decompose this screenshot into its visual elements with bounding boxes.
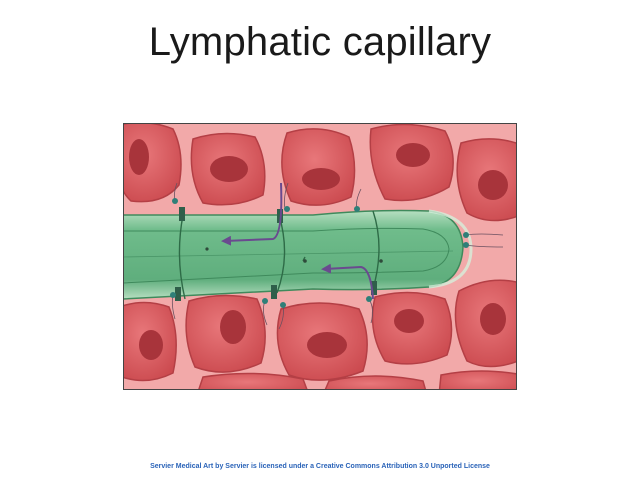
slide-title: Lymphatic capillary [148, 20, 492, 64]
nucleus-icon [480, 303, 506, 335]
capillary-blind-end [428, 209, 473, 289]
nucleus-icon [129, 139, 149, 175]
lymphatic-capillary-illustration [123, 123, 517, 390]
nucleus-icon [210, 156, 248, 182]
anchoring-filament-icon [354, 206, 360, 212]
nucleus-icon [478, 170, 508, 200]
anchoring-filament-icon [463, 242, 469, 248]
lymphatic-capillary [123, 207, 473, 301]
nucleus-icon [394, 309, 424, 333]
nuclei-bottom [139, 303, 506, 360]
lumen-lower [123, 248, 450, 284]
nucleus-icon [302, 168, 340, 190]
anchoring-filament-icon [262, 298, 268, 304]
nucleus-icon [139, 330, 163, 360]
tissue-cell-icon [438, 370, 517, 390]
anchoring-filament-icon [284, 182, 289, 210]
junction-nodes [205, 247, 383, 263]
illustration-frame [123, 123, 517, 390]
tissue-cell-icon [324, 375, 427, 390]
nuclei-top [129, 139, 508, 200]
anchoring-filament-icon [280, 302, 286, 308]
flow-arrow-icon [321, 263, 374, 300]
nucleus-icon [396, 143, 430, 167]
nucleus-icon [220, 310, 246, 344]
filament-anchors [170, 198, 469, 308]
anchoring-filament-icon [172, 198, 178, 204]
lumen-center [123, 250, 454, 258]
tissue-cell-icon [281, 128, 356, 206]
anchoring-filament-icon [463, 232, 469, 238]
anchoring-filament-icon [366, 296, 372, 302]
capillary-wall [123, 209, 464, 300]
lumen-upper [123, 227, 450, 250]
license-credit: Servier Medical Art by Servier is licens… [150, 463, 490, 470]
flow-arrow-icon [221, 182, 283, 246]
anchoring-filament-icon [170, 292, 176, 298]
tissue-cell-icon [197, 372, 308, 390]
nucleus-icon [307, 332, 347, 358]
anchoring-filament-icon [284, 206, 290, 212]
